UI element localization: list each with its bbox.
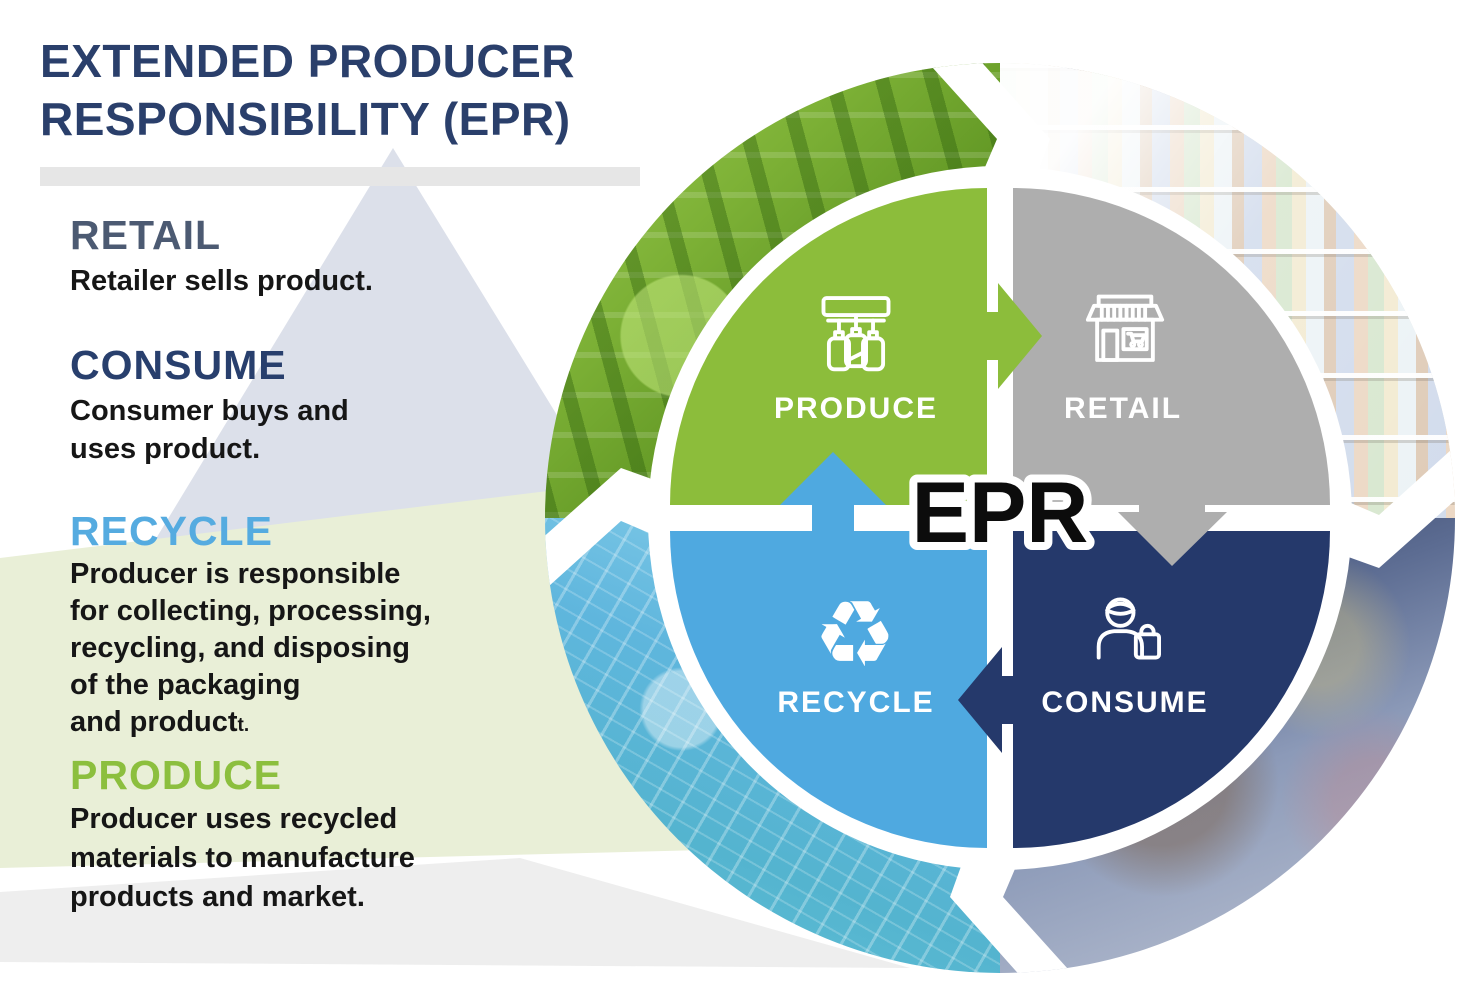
consume-description: Consumer buys and uses product. (70, 392, 349, 468)
produce-line: products and market. (70, 881, 365, 913)
recycle-quadrant-label: RECYCLE (777, 686, 935, 719)
produce-heading: PRODUCE (70, 752, 283, 798)
recycle-line: for collecting, processing, (70, 595, 431, 627)
produce-description: Producer uses recycled materials to manu… (70, 800, 415, 917)
consume-line: Consumer buys and (70, 395, 349, 427)
recycle-line: of the packaging (70, 669, 301, 701)
epr-text: EPR (912, 465, 1089, 561)
produce-line: Producer uses recycled (70, 803, 398, 835)
recycle-description: Producer is responsible for collecting, … (70, 556, 431, 744)
bottling-machine-icon (808, 292, 904, 380)
recycle-line-text: and product (70, 706, 238, 738)
recycle-heading: RECYCLE (70, 508, 273, 554)
consume-heading: CONSUME (70, 342, 287, 388)
page-title: EXTENDED PRODUCER RESPONSIBILITY (EPR) (40, 32, 575, 148)
title-line-2: RESPONSIBILITY (EPR) (40, 93, 571, 145)
consume-line: uses product. (70, 433, 261, 465)
recycle-line: recycling, and disposing (70, 632, 411, 664)
recycle-line: Producer is responsible (70, 558, 401, 590)
consume-quadrant-label: CONSUME (1041, 686, 1209, 719)
produce-quadrant-label: PRODUCE (773, 392, 938, 425)
shopper-with-bag-icon (1077, 588, 1173, 676)
retail-description: Retailer sells product. (70, 262, 373, 300)
retail-quadrant-label: RETAIL (1063, 392, 1183, 425)
storefront-icon (1077, 292, 1173, 380)
title-line-1: EXTENDED PRODUCER (40, 35, 576, 87)
recycle-line: and productt. (70, 704, 431, 744)
recycle-arrows-icon: ♻ (813, 581, 897, 688)
epr-center-label: EPR (904, 457, 1097, 569)
retail-line: Retailer sells product. (70, 265, 373, 297)
recycle-line-small-suffix: t. (237, 715, 250, 736)
title-underline-bar (40, 167, 640, 186)
produce-line: materials to manufacture (70, 842, 415, 874)
retail-heading: RETAIL (70, 212, 222, 258)
